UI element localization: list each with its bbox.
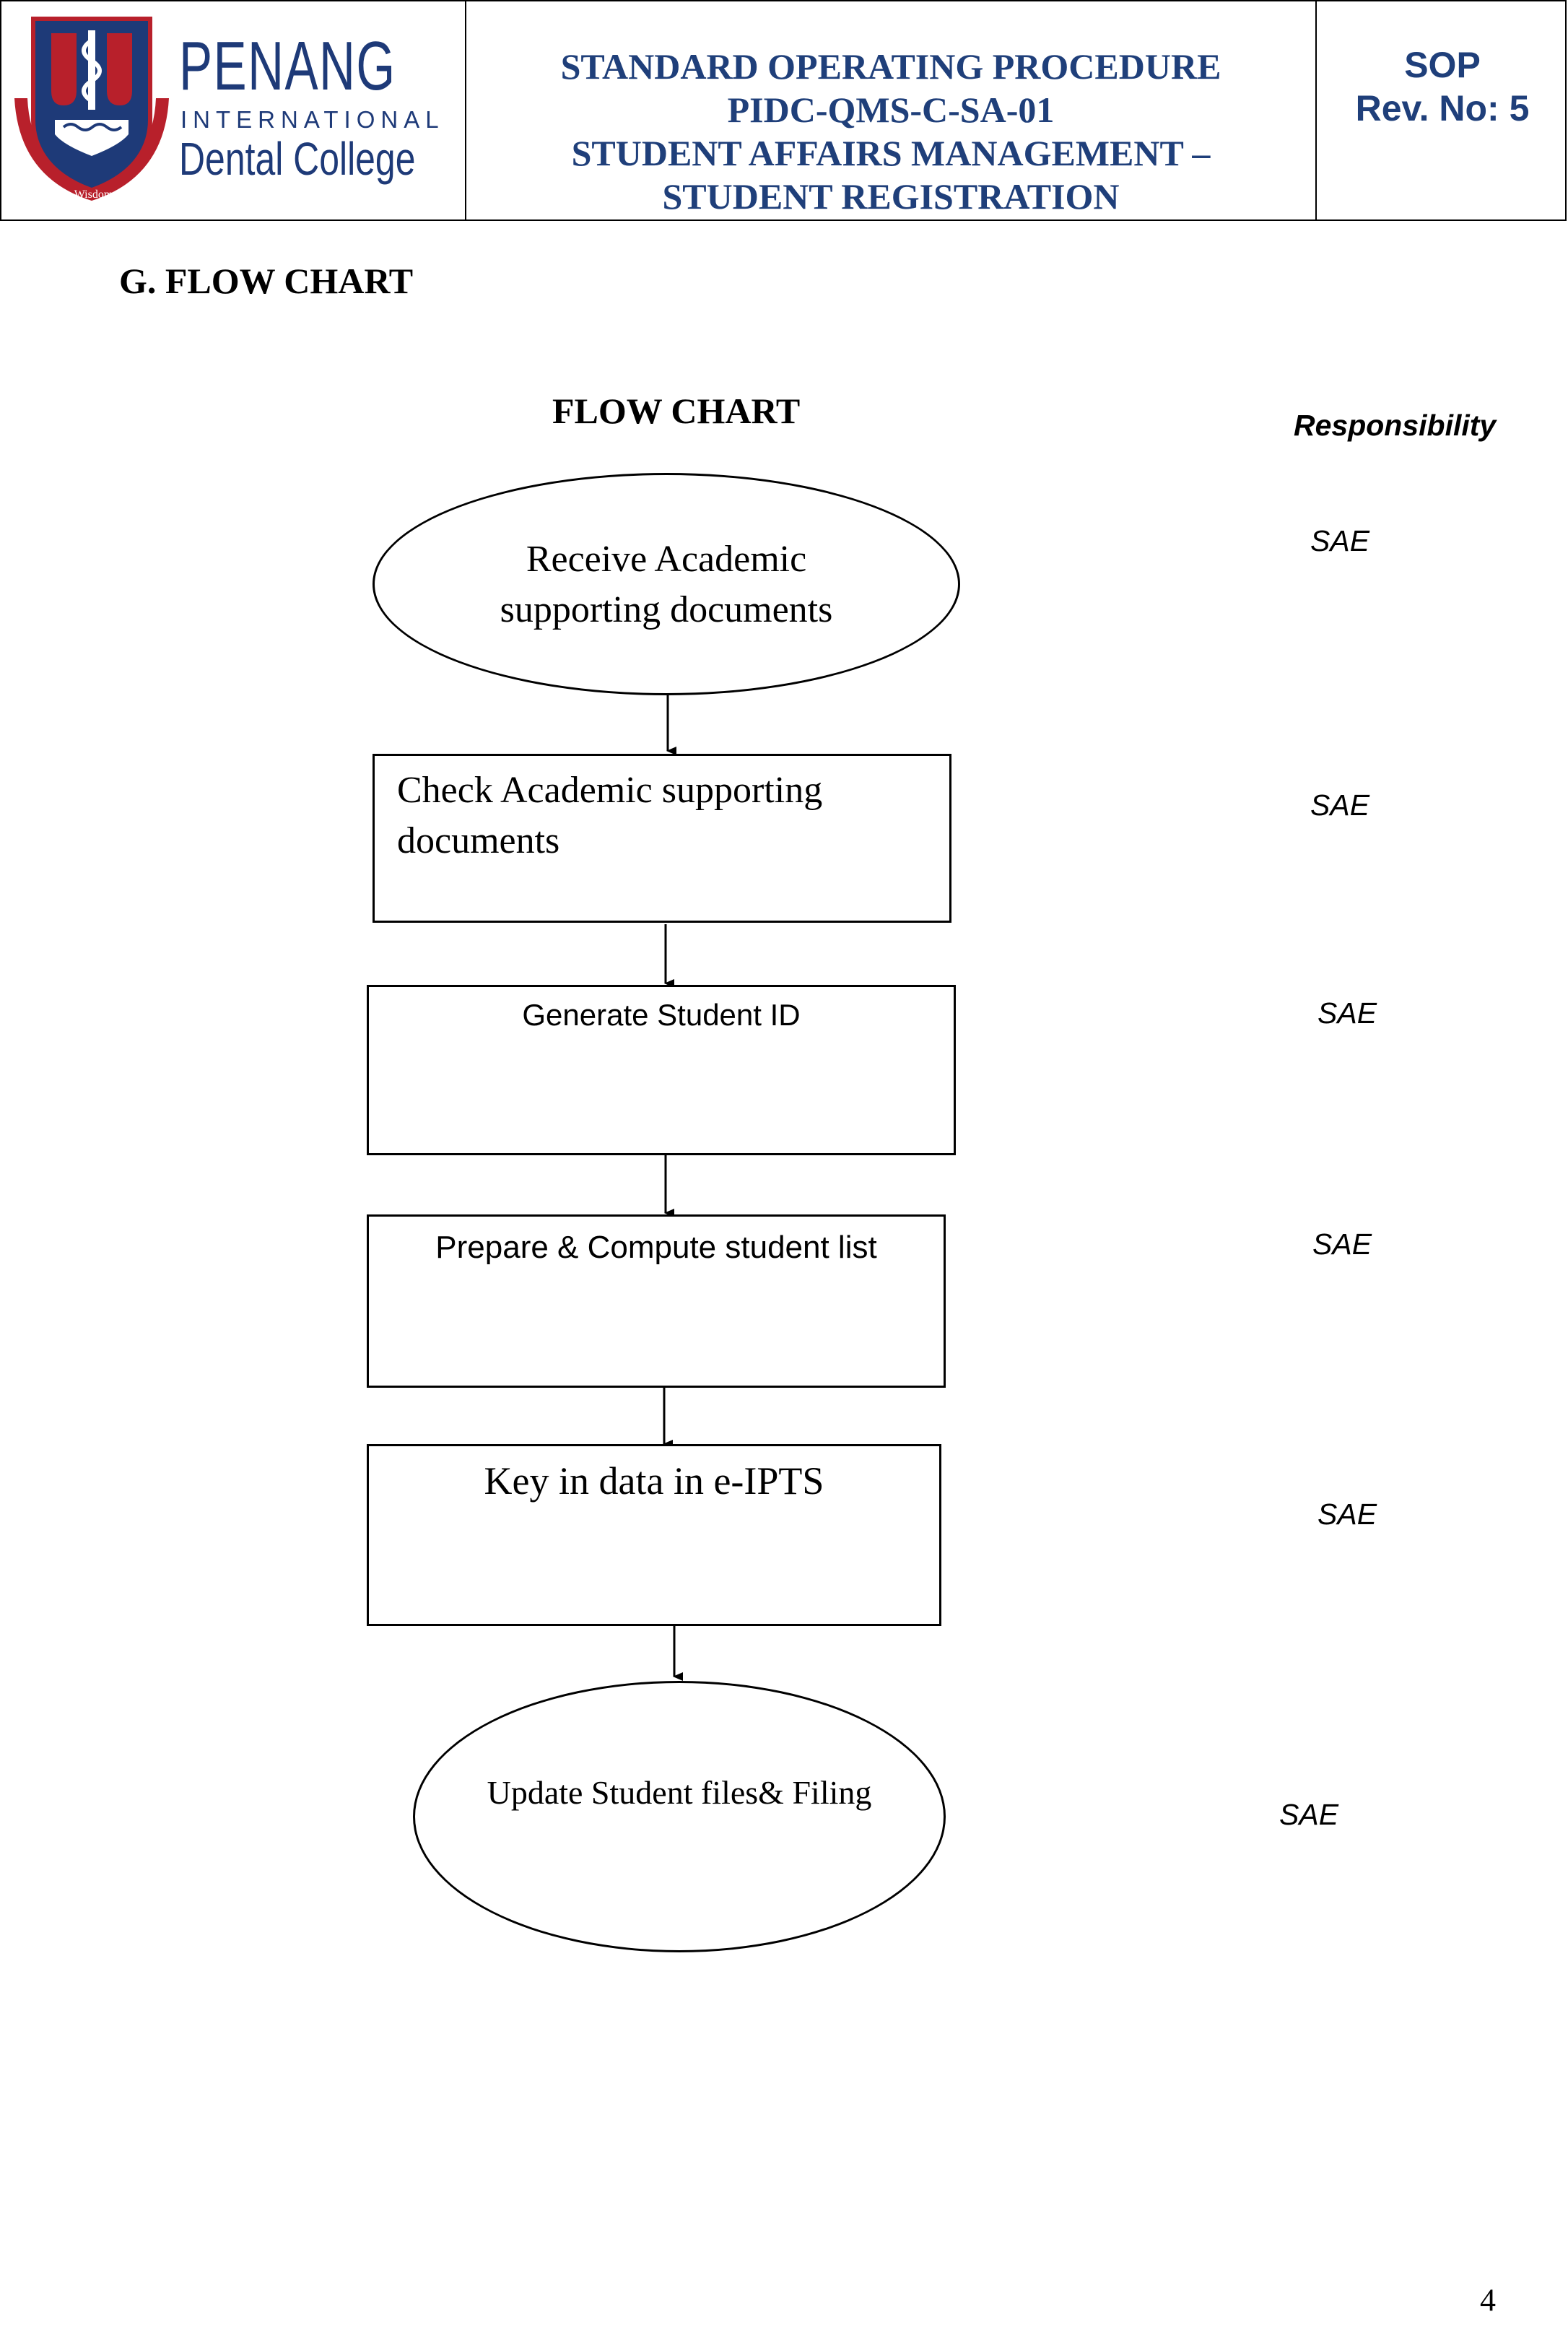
logo-college: Dental College [179,133,416,185]
responsibility-header: Responsibility [1294,409,1497,442]
sop-label: SOP [1404,45,1481,85]
flow-step-text: documents [397,820,560,861]
step-responsibility: SAE [1279,1798,1339,1831]
step-responsibility: SAE [1310,788,1370,822]
logo-name: PENANG [179,27,396,105]
section-heading: G. FLOW CHART [119,261,414,301]
flow-step-text: Check Academic supporting [397,770,823,811]
flow-step-text: Receive Academic [526,539,807,580]
flow-step-text: Prepare & Compute student list [435,1230,877,1265]
flow-step-start [373,473,960,695]
sop-block: SOP Rev. No: 5 [1317,43,1568,130]
page-number: 4 [1480,2282,1496,2318]
header-divider [1315,1,1317,219]
college-crest-logo: Vision Wisdom Unity [14,17,169,201]
logo-subtitle: INTERNATIONAL [180,106,445,133]
logo-motto: Vision Wisdom Unity [41,188,141,201]
flow-step-box [367,1444,941,1626]
flow-step-box [367,985,956,1155]
flow-step-text: Key in data in e-IPTS [484,1459,824,1503]
title-line: STANDARD OPERATING PROCEDURE [560,46,1221,87]
document-title: STANDARD OPERATING PROCEDURE PIDC-QMS-C-… [466,45,1315,218]
flow-step-text: Update Student files& Filing [487,1774,872,1811]
flow-step-text: supporting documents [500,589,833,630]
flow-step-box [367,1214,946,1388]
title-line: PIDC-QMS-C-SA-01 [727,90,1055,130]
document-header: Vision Wisdom Unity PENANG INTERNATIONAL… [0,0,1567,221]
step-responsibility: SAE [1317,1497,1377,1531]
title-line: STUDENT AFFAIRS MANAGEMENT – [571,133,1211,173]
title-line: STUDENT REGISTRATION [662,176,1120,217]
flow-step-box [373,754,951,923]
header-divider [465,1,466,219]
step-responsibility: SAE [1310,524,1370,557]
flowchart-title: FLOW CHART [552,391,801,431]
revision-number: Rev. No: 5 [1355,88,1530,129]
step-responsibility: SAE [1317,996,1377,1030]
flow-step-end [413,1681,946,1952]
step-responsibility: SAE [1312,1227,1372,1261]
flow-step-text: Generate Student ID [522,998,801,1032]
